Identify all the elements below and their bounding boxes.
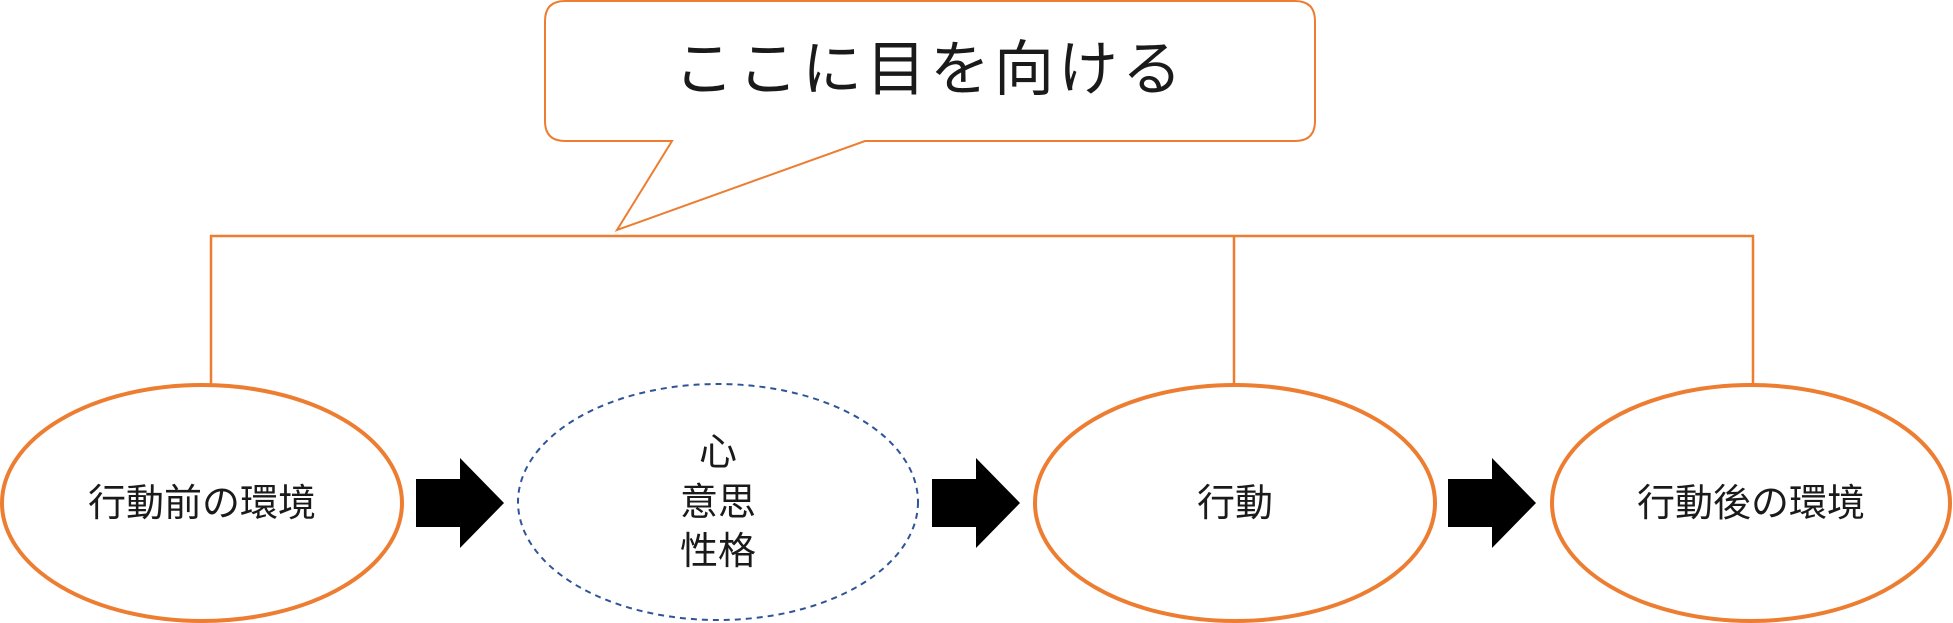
callout-bubble [544,0,1316,232]
node-before-env: 行動前の環境 [0,383,404,623]
bracket-connector [209,234,1755,385]
node-behavior: 行動 [1033,383,1437,623]
arrow-right-icon [932,458,1020,548]
node-mind-label-1: 心 [699,430,737,474]
node-after-env-label: 行動後の環境 [1637,481,1865,525]
node-mind: 心 意思 性格 [517,383,919,621]
arrow-right-icon [1448,458,1536,548]
callout-text: ここに目を向ける [674,35,1186,105]
arrow-right-icon [416,458,504,548]
node-behavior-label: 行動 [1197,481,1273,525]
node-mind-label-3: 性格 [680,529,756,573]
node-before-env-label: 行動前の環境 [88,481,316,525]
node-mind-label-2: 意思 [680,480,756,524]
node-before-env-ellipse [0,383,404,623]
node-mind-ellipse [517,383,919,621]
node-behavior-ellipse [1033,383,1437,623]
node-after-env: 行動後の環境 [1550,383,1952,623]
node-after-env-ellipse [1550,383,1952,623]
